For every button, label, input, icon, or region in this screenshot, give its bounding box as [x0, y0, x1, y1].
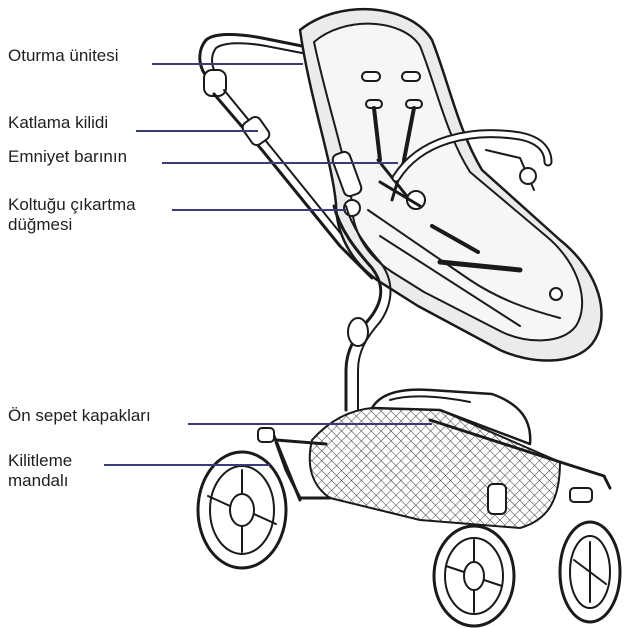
- label-seat-release-line1: Koltuğu çıkartma: [8, 195, 136, 215]
- handle-hinge: [204, 70, 226, 96]
- label-folding-lock: Katlama kilidi: [8, 113, 108, 133]
- label-seat-unit: Oturma ünitesi: [8, 46, 119, 66]
- label-locking-latch-line2: mandalı: [8, 471, 68, 491]
- label-safety-bar: Emniyet barının: [8, 147, 127, 167]
- label-locking-latch-line1: Kilitleme: [8, 451, 72, 471]
- label-front-basket-covers: Ön sepet kapakları: [8, 406, 151, 426]
- label-seat-release-line2: düğmesi: [8, 215, 72, 235]
